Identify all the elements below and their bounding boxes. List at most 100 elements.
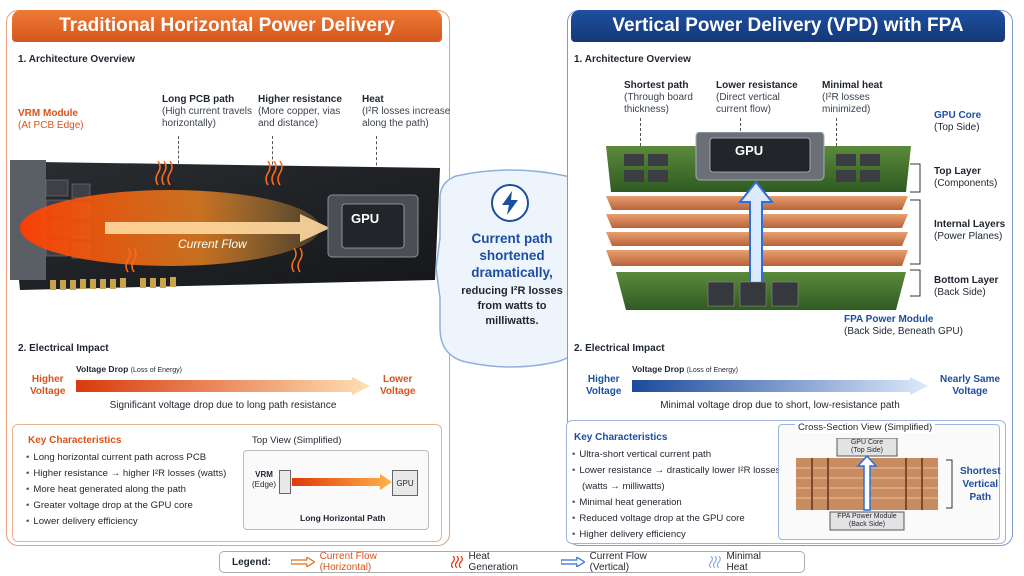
callout-leader (836, 118, 837, 146)
center-line: reducing I²R losses (461, 285, 563, 297)
left-higher-voltage: Higher Voltage (30, 374, 65, 398)
center-line: Current path (471, 231, 553, 246)
right-banner: Vertical Power Delivery (VPD) with FPA (571, 10, 1005, 42)
callout-lower-resistance: Lower resistance (Direct vertical curren… (716, 80, 798, 116)
gc-title: GPU Core (934, 110, 982, 121)
callout-long-pcb: Long PCB path (High current travels hori… (162, 94, 252, 130)
tv-vrm-label: VRM (Edge) (252, 470, 276, 490)
cs-fpa-label: FPA Power Module (Back Side) (830, 513, 904, 529)
cs-fpa-title: FPA Power Module (837, 513, 897, 520)
cs-fpa-module (829, 511, 905, 531)
cs-gpu-sub: (Top Side) (851, 447, 883, 454)
right-section-architecture: 1. Architecture Overview (574, 54, 691, 65)
light-waves-icon (708, 556, 721, 568)
callout-line: minimized) (822, 104, 871, 115)
lightning-bolt-icon (491, 184, 529, 222)
heat-waves-icon (450, 556, 463, 568)
callout-leader (178, 136, 179, 178)
callout-line: and distance) (258, 118, 319, 129)
right-drop-caption: Minimal voltage drop due to short, low-r… (660, 400, 900, 411)
left-section-architecture: 1. Architecture Overview (18, 54, 135, 65)
vertical-stack-illustration (606, 132, 911, 310)
center-line: dramatically, (471, 265, 553, 280)
callout-line: along the path) (362, 118, 429, 129)
list-item: Minimal heat generation (572, 495, 780, 511)
tv-path-arrow (292, 474, 392, 490)
shortest-vertical-path-label: Shortest Vertical Path (960, 465, 1001, 504)
hv-line: Higher (31, 374, 64, 385)
cs-fpa-sub: (Back Side) (848, 521, 886, 528)
fpa-sub: (Back Side, Beneath GPU) (844, 326, 963, 337)
list-item: Greater voltage drop at the GPU core (26, 498, 226, 514)
list-item: Lower resistance → drastically lower I²R… (572, 463, 780, 479)
topview-title: Top View (Simplified) (252, 435, 342, 446)
left-key-title: Key Characteristics (28, 435, 122, 446)
horizontal-pcb-illustration (10, 160, 440, 290)
callout-line: (I²R losses increase (362, 106, 451, 117)
vd-sub: (Loss of Energy) (686, 367, 738, 374)
callout-title: Shortest path (624, 80, 689, 91)
fpa-modules (707, 281, 799, 307)
cs-gpu-label: GPU Core (Top Side) (837, 439, 897, 455)
blue-arrow-icon (560, 557, 585, 567)
center-line: milliwatts. (485, 315, 539, 327)
voltage-drop-label-right: Voltage Drop (Loss of Energy) (632, 364, 738, 374)
heat-waves (125, 160, 303, 273)
vertical-current-arrow (737, 180, 775, 293)
callout-title: Lower resistance (716, 80, 798, 91)
vd-title: Voltage Drop (632, 364, 685, 374)
cs-gpu-title: GPU Core (850, 439, 884, 446)
callout-line: (More copper, vias (258, 106, 341, 117)
vrm-label: VRM Module (At PCB Edge) (18, 108, 84, 132)
svp-line: Shortest (960, 466, 1001, 477)
top-components (624, 154, 880, 182)
vd-sub: (Loss of Energy) (130, 367, 182, 374)
left-drop-caption: Significant voltage drop due to long pat… (109, 400, 337, 411)
sv-line: Voltage (952, 386, 988, 397)
il-title: Internal Layers (934, 219, 1006, 230)
lv-line: Lower (382, 374, 413, 385)
svp-line: Path (969, 492, 992, 503)
callout-line: horizontally) (162, 118, 216, 129)
left-lower-voltage: Lower Voltage (380, 374, 415, 398)
callout-line: thickness) (624, 104, 670, 115)
callout-higher-resistance: Higher resistance (More copper, vias and… (258, 94, 342, 130)
list-item: Lower delivery efficiency (26, 514, 226, 530)
tv-vrm-title: VRM (255, 470, 273, 479)
hv-line: Voltage (586, 386, 622, 397)
legend-item: Heat Generation (450, 551, 541, 573)
tv-gpu-block: GPU (392, 470, 418, 496)
gpu-label-left: GPU (351, 211, 380, 226)
callout-line: current flow) (716, 104, 772, 115)
svp-line: Vertical (962, 479, 999, 490)
left-key-list: Long horizontal current path across PCB … (26, 450, 226, 530)
callout-title: Minimal heat (822, 80, 883, 91)
vd-title: Voltage Drop (76, 364, 129, 374)
callout-leader (740, 118, 741, 136)
legend-label: Minimal Heat (726, 551, 761, 573)
right-same-voltage: Nearly Same Voltage (940, 374, 1000, 398)
cross-section-title: Cross-Section View (Simplified) (795, 422, 936, 433)
fpa-title: FPA Power Module (844, 314, 934, 325)
cs-vertical-arrow (856, 454, 878, 511)
right-section-electrical: 2. Electrical Impact (574, 343, 665, 354)
cs-bracket (946, 459, 953, 509)
tv-vrm-block (279, 470, 291, 494)
center-bubble (436, 169, 583, 368)
cs-vias (811, 458, 923, 510)
callout-leader (376, 136, 377, 176)
left-section-electrical: 2. Electrical Impact (18, 343, 109, 354)
legend-label: Current Flow (Vertical) (589, 551, 647, 573)
current-flow-label: Current Flow (178, 237, 247, 251)
gpu-label-right: GPU (735, 143, 764, 158)
vrm-title: VRM Module (18, 108, 78, 119)
callout-line: (I²R losses (822, 92, 870, 103)
callout-line: (Direct vertical (716, 92, 780, 103)
layer-brackets (910, 163, 921, 297)
list-item: Higher resistance → higher I²R losses (w… (26, 466, 226, 482)
voltage-drop-label-left: Voltage Drop (Loss of Energy) (76, 364, 182, 374)
legend-item: Current Flow (Horizontal) (290, 551, 430, 573)
left-banner: Traditional Horizontal Power Delivery (12, 10, 442, 42)
list-item: Reduced voltage drop at the GPU core (572, 511, 780, 527)
callout-title: Higher resistance (258, 94, 342, 105)
